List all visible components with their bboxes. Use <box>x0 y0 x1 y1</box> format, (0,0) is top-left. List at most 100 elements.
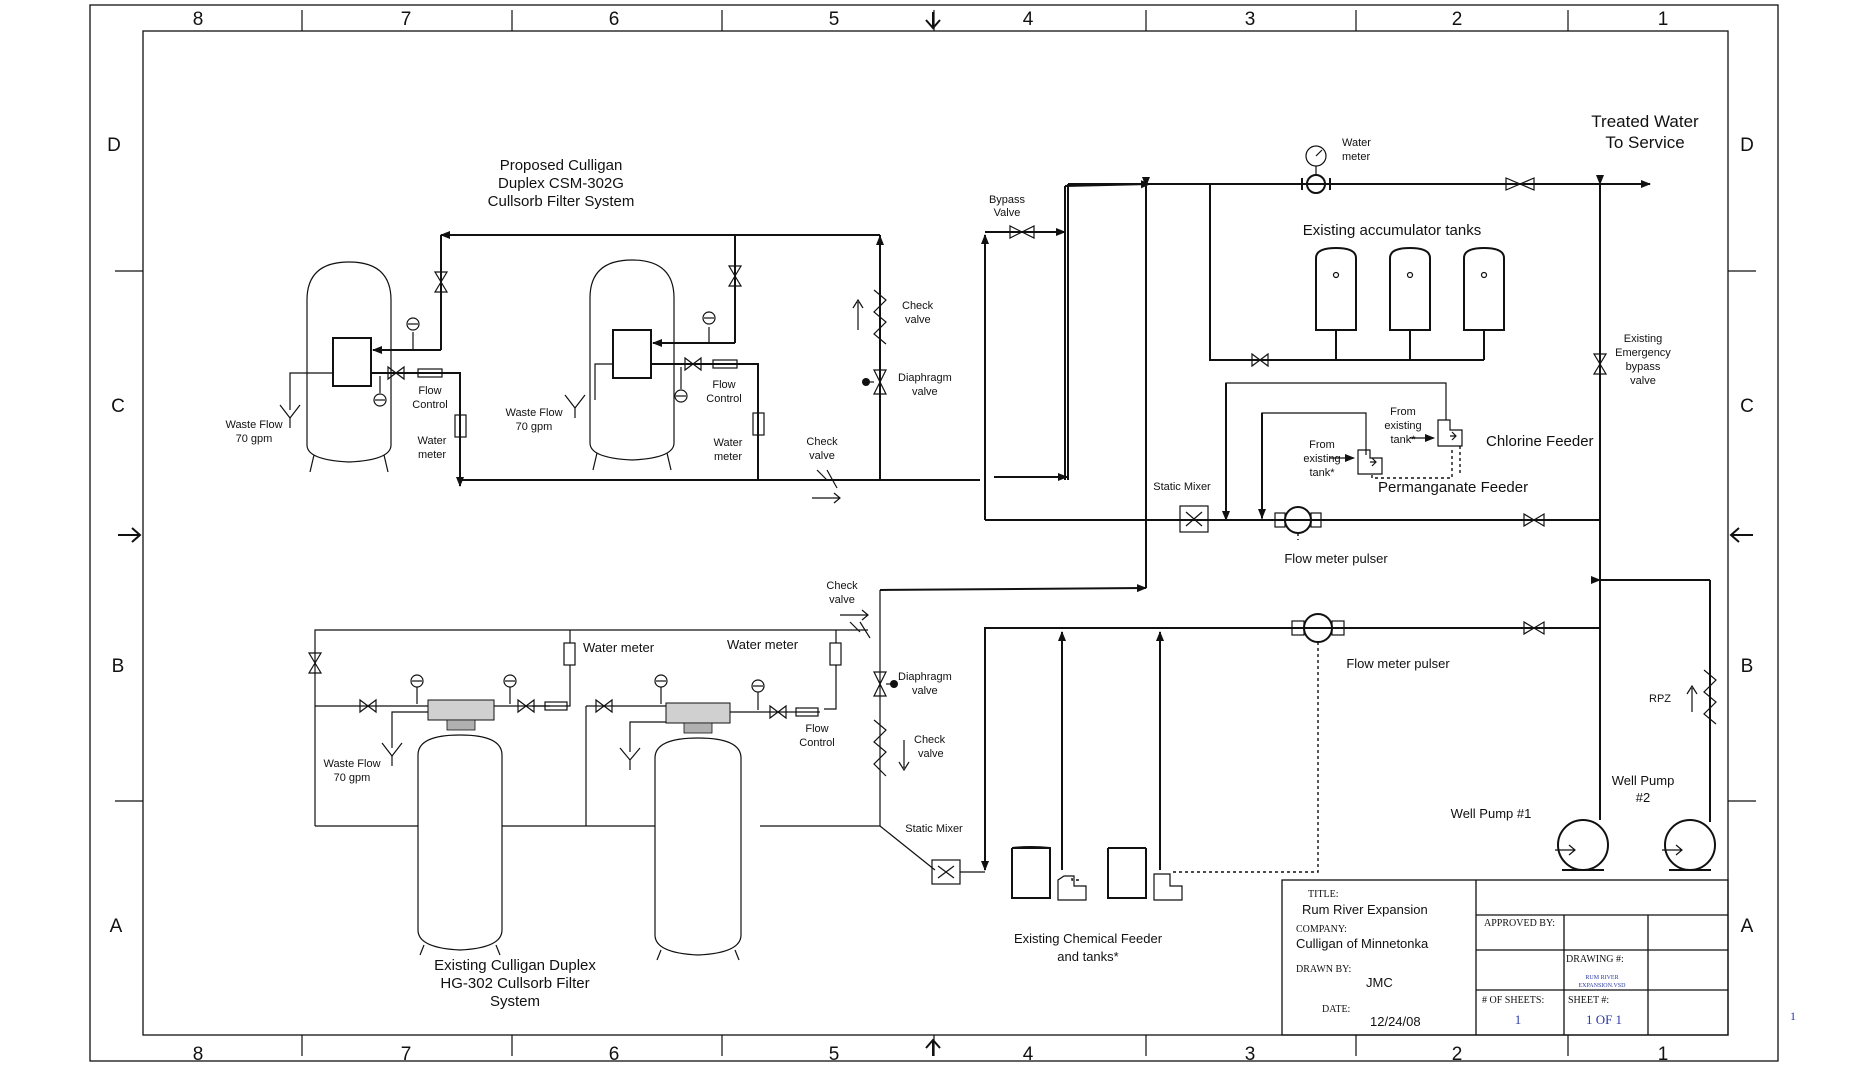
permanganate-feeder-label: Permanganate Feeder <box>1378 479 1528 496</box>
sheet-number-label: SHEET #: <box>1568 995 1609 1006</box>
proposed-system-label: Duplex CSM-302G <box>498 175 624 192</box>
filter-tank <box>306 261 392 463</box>
well-pumps <box>1555 576 1717 871</box>
col-label-top: 8 <box>193 9 204 30</box>
filter-tank <box>589 259 675 461</box>
diaphragm-valve-icon <box>873 369 887 395</box>
flow-control-label: Control <box>412 399 447 411</box>
col-label-top: 2 <box>1452 9 1463 30</box>
check-valve-label: Check <box>826 580 858 592</box>
zone-labels: 8 7 6 5 4 3 2 1 8 7 6 5 4 3 2 1 D C B A … <box>107 9 1796 1065</box>
bypass-valve-label: Bypass <box>989 194 1026 206</box>
page-marker: 1 <box>1790 1009 1796 1023</box>
accumulator-tank <box>1315 246 1357 331</box>
waste-flow-label: 70 gpm <box>516 421 553 433</box>
waste-flow-label: 70 gpm <box>334 772 371 784</box>
from-existing-tank-label: From <box>1309 439 1335 451</box>
accumulator-tanks-label: Existing accumulator tanks <box>1303 222 1481 239</box>
diaphragm-valve-label: valve <box>912 386 938 398</box>
chemical-tank <box>1011 846 1051 899</box>
well-pump-2-icon <box>1664 819 1716 871</box>
check-valve-icon <box>873 289 887 345</box>
drawing-number-value: EXPANSION.VSD <box>1579 983 1627 989</box>
flow-control-label: Control <box>799 737 834 749</box>
emergency-bypass-label: Emergency <box>1615 347 1671 359</box>
drawing-number-label: DRAWING #: <box>1566 954 1624 965</box>
from-existing-tank-label: tank* <box>1390 434 1416 446</box>
from-existing-tank-label: existing <box>1303 453 1340 465</box>
diaphragm-valve-label: Diaphragm <box>898 671 952 683</box>
bypass-valve-icon <box>1009 225 1035 239</box>
control-valve-head <box>665 702 731 724</box>
control-valve-head <box>612 329 652 379</box>
gate-valve-icon <box>1592 353 1608 375</box>
check-valve-label: valve <box>905 314 931 326</box>
date-value: 12/24/08 <box>1370 1014 1421 1029</box>
row-label-left: C <box>111 396 125 417</box>
col-label-bottom: 8 <box>193 1044 204 1065</box>
company-name: Culligan of Minnetonka <box>1296 936 1429 951</box>
drawing-title: Rum River Expansion <box>1302 902 1428 917</box>
waste-flow-label: Waste Flow <box>225 419 282 431</box>
chemical-tank <box>1107 848 1147 899</box>
gate-valve-icon <box>1523 620 1545 636</box>
row-label-left: A <box>110 916 123 937</box>
row-label-right: C <box>1740 396 1754 417</box>
diaphragm-valve-label: Diaphragm <box>898 372 952 384</box>
col-label-bottom: 2 <box>1452 1044 1463 1065</box>
check-valve-label: Check <box>914 734 946 746</box>
rpz-icon <box>1703 669 1717 725</box>
control-valve-head <box>332 337 372 387</box>
well-pump-1-label: Well Pump #1 <box>1451 806 1532 821</box>
chemical-feeder-label: Existing Chemical Feeder <box>1014 931 1163 946</box>
flow-control-label: Control <box>706 393 741 405</box>
emergency-bypass-line <box>1592 175 1608 690</box>
waste-flow-label: Waste Flow <box>323 758 380 770</box>
lower-meter-line <box>879 560 1600 901</box>
water-meter-top-label: meter <box>1342 151 1370 163</box>
col-label-bottom: 4 <box>1023 1044 1034 1065</box>
treated-water-main <box>1067 145 1651 480</box>
permanganate-feeder-icon <box>1357 449 1383 475</box>
emergency-bypass-label: bypass <box>1626 361 1661 373</box>
bypass-valve-label: Valve <box>994 207 1021 219</box>
check-valve-icon <box>849 621 871 639</box>
water-meter-label: Water <box>418 435 447 447</box>
static-mixer-icon <box>1179 505 1209 533</box>
row-label-right: D <box>1740 135 1754 156</box>
date-label: DATE: <box>1322 1004 1350 1015</box>
chlorine-feeder-icon <box>1437 419 1463 447</box>
control-valve-head <box>427 699 495 721</box>
check-valve-label: valve <box>809 450 835 462</box>
chemical-feeder-pump <box>1057 875 1087 901</box>
mixer-line <box>985 382 1600 540</box>
col-label-bottom: 1 <box>1658 1044 1669 1065</box>
chlorine-feeder-label: Chlorine Feeder <box>1486 433 1594 450</box>
from-existing-tank-label: tank* <box>1309 467 1335 479</box>
company-label: COMPANY: <box>1296 924 1347 935</box>
diagram-labels: Treated Water To Service Proposed Cullig… <box>225 112 1699 1010</box>
water-meter-icon <box>752 412 765 436</box>
water-meter-icon <box>829 642 842 666</box>
check-valve-icon <box>873 719 887 777</box>
proposed-culligan-system <box>279 177 1151 560</box>
water-meter-top-label: Water <box>1342 137 1371 149</box>
static-mixer-label: Static Mixer <box>905 823 963 835</box>
water-meter-label: Water meter <box>583 640 655 655</box>
filter-tank <box>654 737 742 956</box>
drawn-by-value: JMC <box>1366 975 1393 990</box>
treated-water-label: Treated Water <box>1591 112 1699 131</box>
diaphragm-valve-icon <box>873 671 887 697</box>
water-meter-label: Water meter <box>727 637 799 652</box>
emergency-bypass-label: Existing <box>1624 333 1663 345</box>
row-label-left: D <box>107 135 121 156</box>
accumulator-tanks <box>1315 246 1505 331</box>
check-valve-label: Check <box>902 300 934 312</box>
existing-system-label: System <box>490 993 540 1010</box>
gauge-icon <box>1305 145 1327 167</box>
flow-control-label: Flow <box>712 379 735 391</box>
diaphragm-valve-label: valve <box>912 685 938 697</box>
flow-meter-pulser-label: Flow meter pulser <box>1284 551 1388 566</box>
filter-tank <box>417 734 503 951</box>
